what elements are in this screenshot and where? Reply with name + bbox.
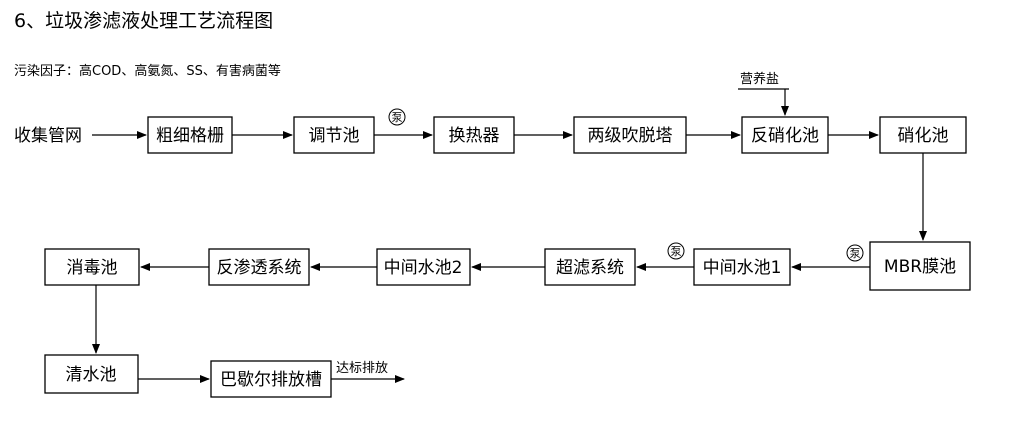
node-parshall-label: 巴歇尔排放槽 — [220, 370, 322, 390]
source-collection-network: 收集管网 — [14, 126, 82, 146]
pollutant-factors: 污染因子：高COD、高氨氮、SS、有害病菌等 — [14, 64, 281, 79]
node-reverse-osmosis-label: 反渗透系统 — [217, 258, 302, 278]
node-nitrification-tank: 硝化池 — [879, 116, 967, 154]
node-ultrafiltration-label: 超滤系统 — [556, 258, 624, 278]
nutrient-salt-label: 营养盐 — [740, 71, 779, 87]
node-mbr-tank: MBR膜池 — [869, 241, 971, 291]
node-clear-water-tank: 清水池 — [44, 354, 139, 394]
node-intermediate1-label: 中间水池1 — [703, 258, 782, 278]
node-denitrification-label: 反硝化池 — [751, 126, 819, 146]
node-mbr-label: MBR膜池 — [884, 257, 956, 277]
node-intermediate2-label: 中间水池2 — [384, 258, 463, 278]
node-nitrification-label: 硝化池 — [898, 126, 949, 146]
node-ultrafiltration: 超滤系统 — [544, 248, 636, 286]
node-denitrification-tank: 反硝化池 — [741, 116, 829, 154]
node-stripping-tower: 两级吹脱塔 — [573, 116, 687, 154]
node-disinfection-label: 消毒池 — [67, 258, 118, 278]
node-grille: 粗细格栅 — [147, 116, 233, 154]
node-heat-exchanger: 换热器 — [433, 116, 515, 154]
outlet-label: 达标排放 — [336, 361, 388, 376]
pump-label-2: 泵 — [671, 245, 682, 258]
pump-label-3: 泵 — [850, 247, 861, 260]
pump-label-1: 泵 — [392, 111, 403, 124]
node-parshall-flume: 巴歇尔排放槽 — [210, 360, 332, 398]
node-heat-exchanger-label: 换热器 — [449, 126, 500, 146]
diagram-title: 6、垃圾渗滤液处理工艺流程图 — [14, 10, 274, 32]
pump-symbol-1: 泵 — [388, 108, 406, 126]
node-reverse-osmosis: 反渗透系统 — [208, 248, 310, 286]
node-regulating-label: 调节池 — [309, 126, 360, 146]
node-clear-water-label: 清水池 — [66, 365, 117, 385]
node-grille-label: 粗细格栅 — [156, 126, 224, 146]
node-disinfection-tank: 消毒池 — [44, 248, 140, 286]
node-intermediate-tank-1: 中间水池1 — [693, 248, 791, 286]
node-intermediate-tank-2: 中间水池2 — [376, 248, 471, 286]
node-stripping-label: 两级吹脱塔 — [588, 126, 673, 146]
pump-symbol-3: 泵 — [846, 244, 864, 262]
pump-symbol-2: 泵 — [667, 242, 685, 260]
node-regulating-tank: 调节池 — [293, 116, 375, 154]
